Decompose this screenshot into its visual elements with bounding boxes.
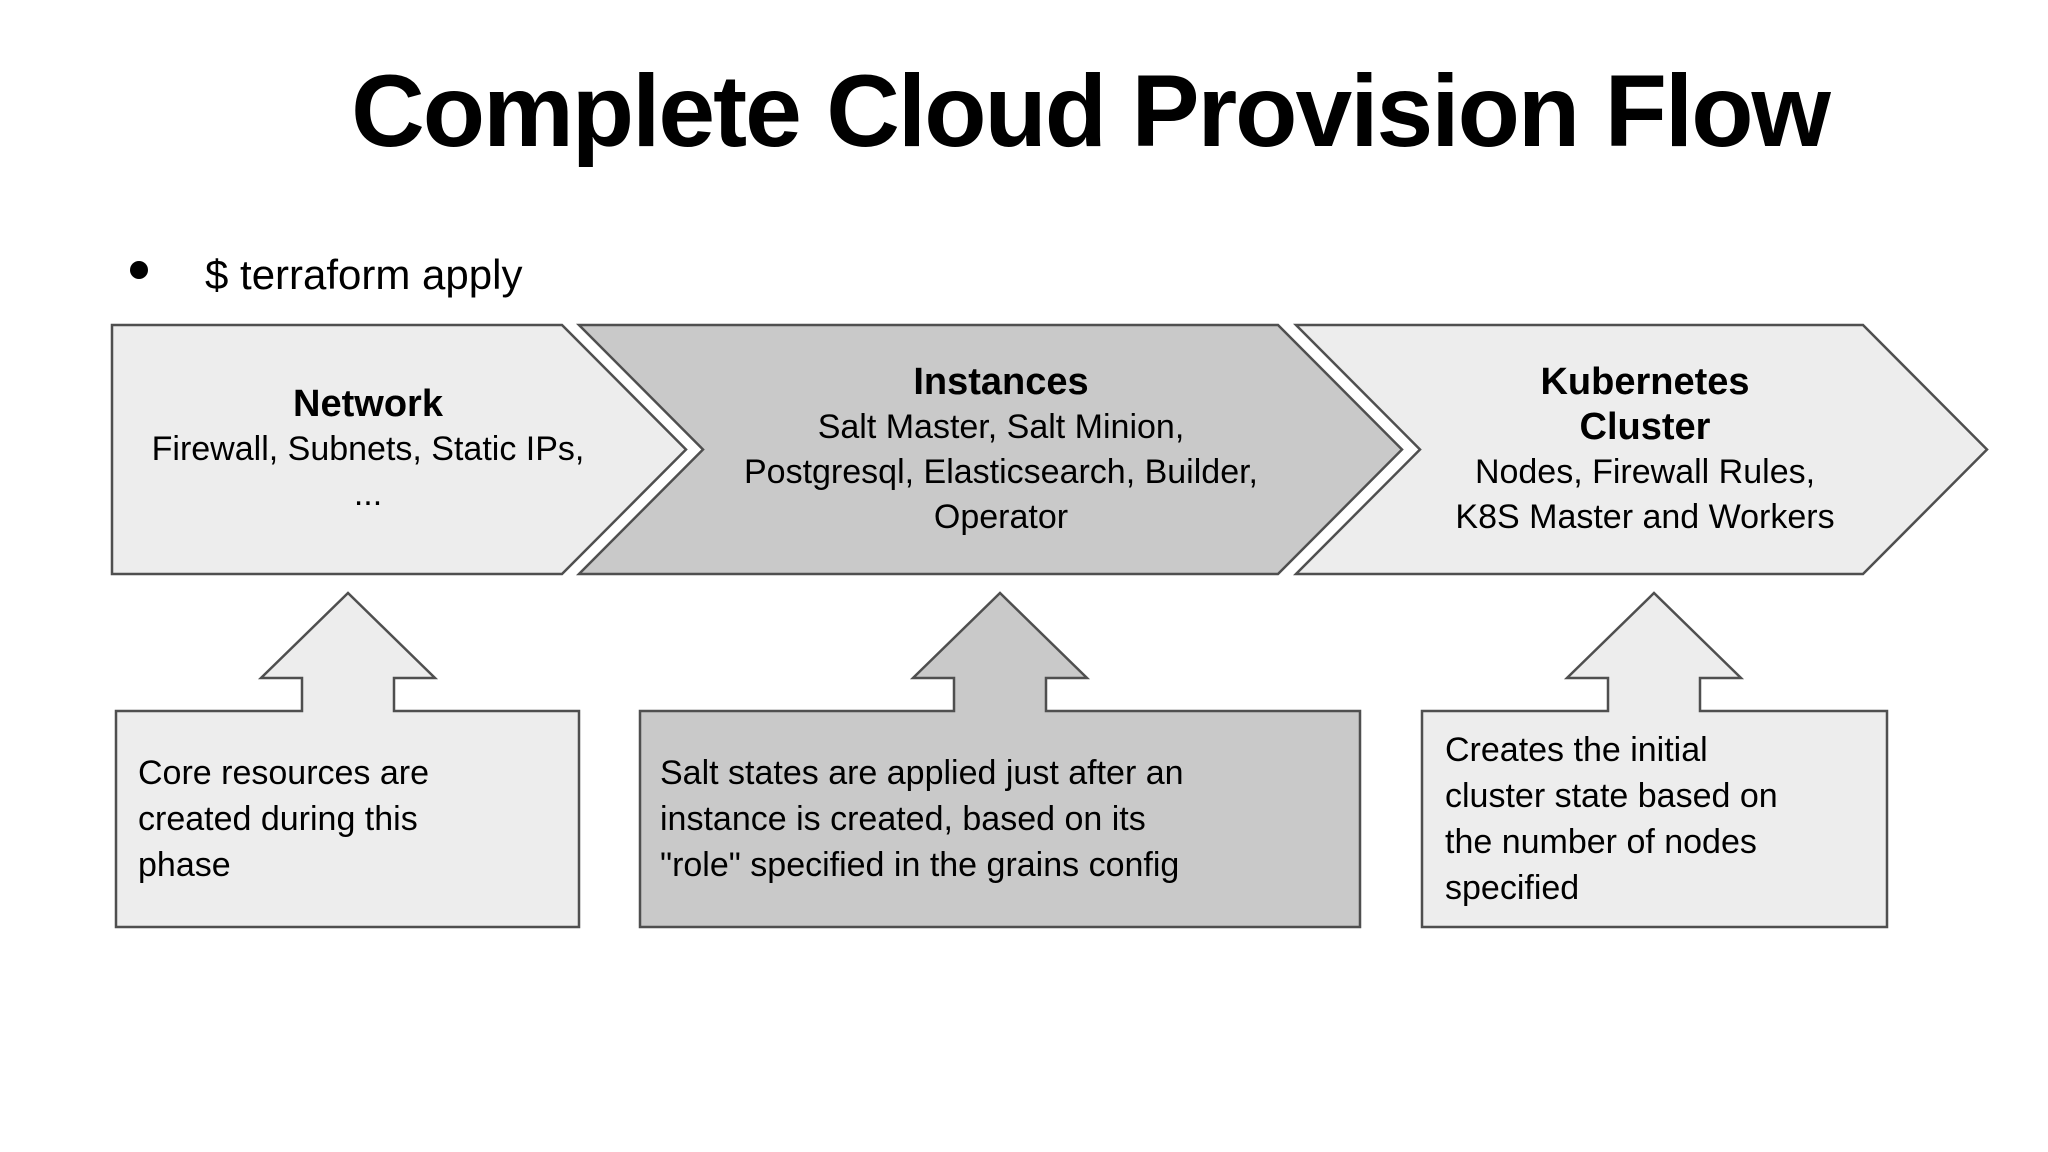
- instances-chevron-line: Postgresql, Elasticsearch, Builder,: [743, 452, 1259, 491]
- kubernetes-callout-shape: [1420, 591, 1889, 929]
- bullet-icon: [130, 261, 148, 279]
- kubernetes-chevron-title: Cluster: [1579, 405, 1711, 448]
- kubernetes-callout-line: specified: [1445, 869, 1580, 907]
- instances-callout-shape: [638, 591, 1362, 929]
- network-chevron-title: Network: [293, 383, 443, 425]
- kubernetes-chevron-title: Kubernetes: [1540, 360, 1750, 403]
- kubernetes-callout-line: the number of nodes: [1445, 823, 1757, 861]
- kubernetes-chevron-line: K8S Master and Workers: [1455, 497, 1835, 536]
- instances-callout: Salt states are applied just after an in…: [660, 711, 1352, 927]
- terraform-apply-bullet: $ terraform apply: [205, 251, 523, 298]
- kubernetes-callout: Creates the initial cluster state based …: [1445, 711, 1880, 927]
- instances-callout-line: "role" specified in the grains config: [660, 846, 1180, 884]
- kubernetes-chevron: Kubernetes Cluster Nodes, Firewall Rules…: [1420, 325, 1870, 574]
- network-chevron-line: Firewall, Subnets, Static IPs,: [151, 430, 585, 468]
- network-callout-line: Core resources are: [138, 754, 430, 792]
- network-callout-line: phase: [138, 846, 231, 884]
- network-callout: Core resources are created during this p…: [138, 711, 568, 927]
- instances-chevron-line: Salt Master, Salt Minion,: [817, 407, 1185, 446]
- kubernetes-chevron-line: Nodes, Firewall Rules,: [1474, 452, 1816, 491]
- kubernetes-callout-line: cluster state based on: [1445, 777, 1778, 815]
- kubernetes-callout-line: Creates the initial: [1445, 731, 1708, 769]
- network-chevron-line: ...: [353, 475, 383, 513]
- kubernetes-chevron-shape: [1292, 323, 1989, 576]
- slide-title: Complete Cloud Provision Flow: [351, 54, 1831, 168]
- instances-callout-line: Salt states are applied just after an: [660, 754, 1184, 792]
- instances-chevron-line: Operator: [933, 497, 1069, 536]
- instances-chevron: Instances Salt Master, Salt Minion, Post…: [595, 325, 1407, 574]
- network-chevron: Network Firewall, Subnets, Static IPs, .…: [112, 325, 624, 574]
- instances-chevron-shape: [575, 323, 1404, 576]
- instances-chevron-title: Instances: [913, 360, 1089, 403]
- network-chevron-shape: [110, 323, 688, 576]
- network-callout-shape: [114, 591, 581, 929]
- network-callout-line: created during this: [138, 800, 418, 838]
- instances-callout-line: instance is created, based on its: [660, 800, 1146, 838]
